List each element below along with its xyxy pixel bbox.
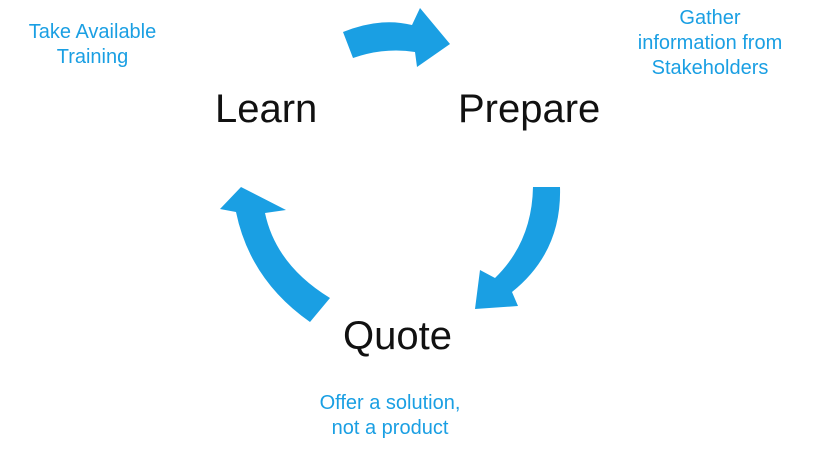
arrow-quote-to-learn <box>220 187 330 322</box>
note-prepare-line-2: information from <box>637 32 783 54</box>
note-quote-line-1: Offer a solution, <box>319 392 461 414</box>
note-prepare-line-3: Stakeholders <box>651 57 769 79</box>
stage-prepare: Prepare <box>458 87 601 131</box>
note-learn: Take Available Training <box>10 20 175 70</box>
note-quote-line-2: not a product <box>331 417 449 439</box>
note-prepare: Gather information from Stakeholders <box>620 6 800 81</box>
note-prepare-line-1: Gather <box>679 7 741 29</box>
note-learn-line-1: Take Available <box>28 21 157 43</box>
note-learn-line-2: Training <box>56 46 129 68</box>
note-quote: Offer a solution, not a product <box>295 391 485 441</box>
stage-quote: Quote <box>343 314 452 358</box>
arrow-learn-to-prepare <box>343 8 450 67</box>
stage-learn: Learn <box>215 87 318 131</box>
arrow-prepare-to-quote <box>475 187 561 309</box>
